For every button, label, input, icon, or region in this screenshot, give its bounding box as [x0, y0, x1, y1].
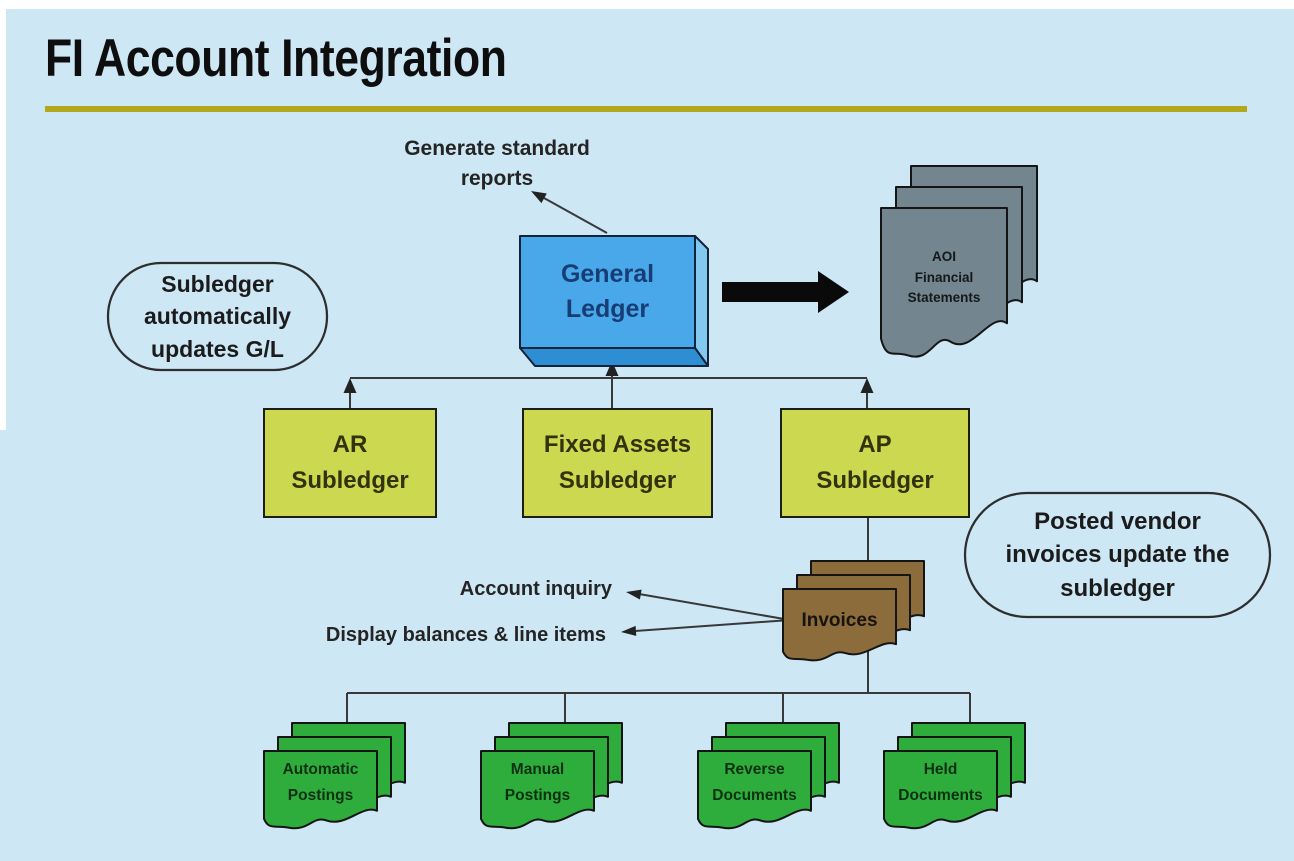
- document-sheet-icon: [697, 750, 812, 830]
- arrowhead-into-gl: [605, 361, 619, 376]
- held-documents-label: Held Documents: [898, 761, 983, 804]
- fixed-assets-subledger-box: Fixed Assets Subledger: [522, 408, 713, 518]
- reverse-documents-label: Reverse Documents: [712, 761, 797, 804]
- general-ledger-box: [519, 235, 709, 367]
- general-ledger-bevel-bottom: [519, 347, 709, 367]
- general-ledger-label: General Ledger: [560, 259, 655, 324]
- automatic-postings-doc-stack: [263, 722, 406, 830]
- left-margin: [0, 0, 6, 430]
- page-title: FI Account Integration: [45, 29, 507, 88]
- document-sheet-icon: [880, 207, 1008, 358]
- manual-postings-doc-stack: [480, 722, 623, 830]
- held-documents-doc-stack: [883, 722, 1026, 830]
- gl-to-statements-thick-arrow: [722, 271, 849, 313]
- document-sheet-icon: [782, 588, 897, 662]
- subledgers-to-gl-connector: [349, 375, 868, 408]
- invoices-to-inquiry-line: [638, 593, 791, 621]
- document-sheet-icon: [263, 750, 378, 830]
- manual-postings-label: Manual Postings: [504, 761, 571, 804]
- arrowhead-to-inquiry: [626, 589, 642, 600]
- general-ledger-bevel-right: [694, 235, 709, 367]
- ap-subledger-box: AP Subledger: [780, 408, 970, 518]
- ar-subledger-box: AR Subledger: [263, 408, 437, 518]
- reverse-documents-doc-stack: [697, 722, 840, 830]
- invoices-to-balances-line: [634, 619, 791, 632]
- account-inquiry-note: Account inquiry: [459, 578, 612, 600]
- arrowheads: [343, 191, 874, 636]
- postings-tree-connector: [346, 692, 971, 724]
- subledger-updates-callout-text: Subledger automatically updates G/L: [144, 271, 291, 362]
- title-underline: [45, 106, 1247, 112]
- subledger-updates-callout-oval: [106, 261, 329, 372]
- aoi-doc-stack: [880, 165, 1038, 358]
- automatic-postings-label: Automatic Postings: [282, 761, 359, 804]
- invoices-label: Invoices: [801, 610, 878, 631]
- posted-vendor-callout-text: Posted vendor invoices update the subled…: [1005, 507, 1230, 602]
- document-sheet-icon: [883, 750, 998, 830]
- arrowhead-to-reports: [531, 191, 547, 204]
- gl-to-reports-arrow-line: [543, 197, 608, 234]
- callout-ovals: [106, 261, 1272, 619]
- posted-vendor-callout-oval: [963, 491, 1272, 619]
- invoices-doc-stack: [782, 560, 925, 662]
- top-margin: [0, 0, 1294, 9]
- generate-reports-note: Generate standard reports: [404, 137, 590, 191]
- aoi-statements-label: AOI Financial Statements: [907, 248, 981, 306]
- arrowhead-above-ap: [860, 378, 874, 393]
- general-ledger-face: [519, 235, 696, 349]
- document-sheet-icon: [480, 750, 595, 830]
- display-balances-note: Display balances & line items: [325, 624, 606, 646]
- arrowhead-above-ar: [343, 378, 357, 393]
- arrowhead-to-balances: [621, 625, 637, 636]
